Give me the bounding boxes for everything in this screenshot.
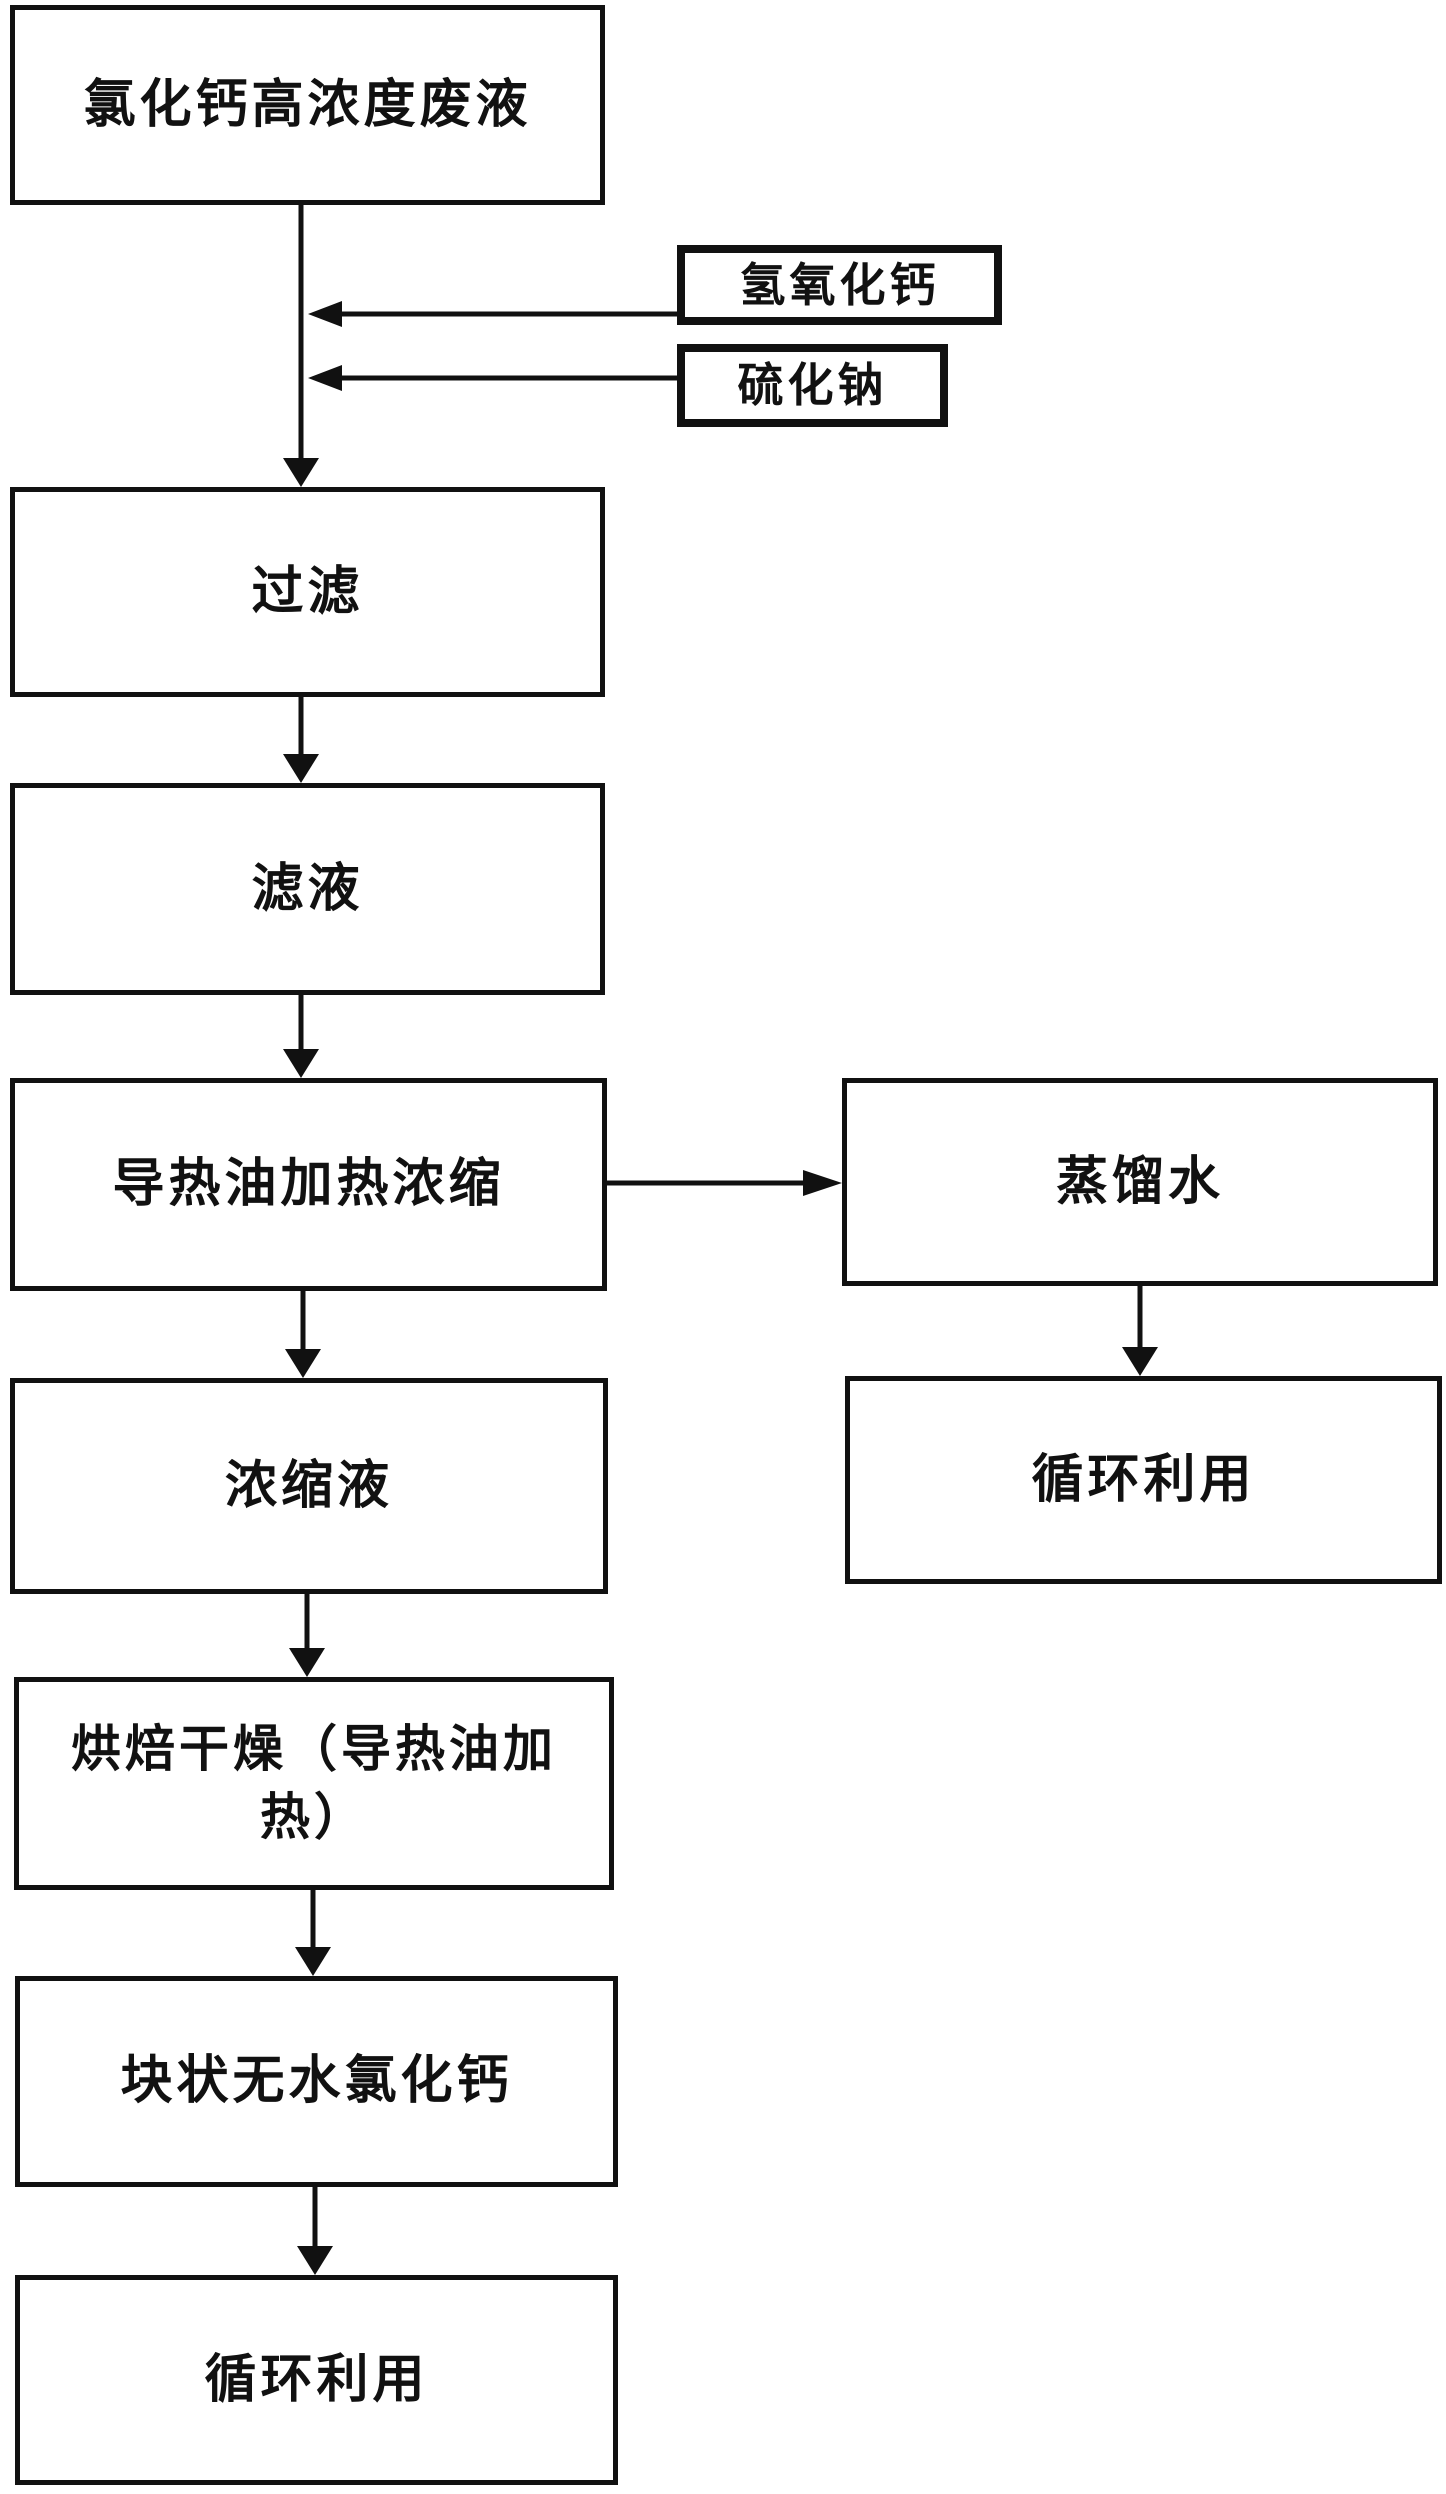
concentrate-label: 浓缩液 [224, 1455, 393, 1516]
baking-drying-box: 烘焙干燥（导热油加热） [14, 1677, 614, 1890]
baking-drying-label: 烘焙干燥（导热油加热） [71, 1720, 557, 1846]
arrowhead-3-4 [283, 1049, 319, 1078]
filtrate-box: 滤液 [10, 783, 605, 995]
waste-liquid-box: 氯化钙高浓度废液 [10, 5, 605, 205]
waste-liquid-label: 氯化钙高浓度废液 [83, 74, 532, 135]
sodium-sulfide-label: 硫化钠 [737, 358, 888, 413]
arrowhead-input-1 [308, 301, 342, 327]
oil-heating-concentration-box: 导热油加热浓缩 [10, 1078, 607, 1291]
distilled-water-label: 蒸馏水 [1055, 1151, 1224, 1212]
arrowhead-7-8 [297, 2246, 333, 2275]
side-recycle-box: 循环利用 [845, 1376, 1442, 1584]
main-recycle-label: 循环利用 [204, 2349, 429, 2410]
anhydrous-calcium-chloride-box: 块状无水氯化钙 [15, 1976, 618, 2187]
arrowhead-4-side [803, 1170, 842, 1196]
arrowhead-4-5 [285, 1349, 321, 1378]
filtration-box: 过滤 [10, 487, 605, 697]
calcium-hydroxide-box: 氢氧化钙 [677, 245, 1002, 325]
sodium-sulfide-box: 硫化钠 [677, 344, 948, 427]
distilled-water-box: 蒸馏水 [842, 1078, 1438, 1286]
anhydrous-calcium-chloride-label: 块状无水氯化钙 [120, 2051, 513, 2112]
oil-heating-concentration-label: 导热油加热浓缩 [112, 1154, 505, 1215]
arrowhead-6-7 [295, 1947, 331, 1976]
main-recycle-box: 循环利用 [15, 2275, 618, 2485]
concentrate-box: 浓缩液 [10, 1378, 608, 1594]
arrowhead-2-3 [283, 754, 319, 783]
filtration-label: 过滤 [251, 561, 364, 622]
arrowhead-to-filtration [283, 458, 319, 487]
arrowhead-5-6 [289, 1648, 325, 1677]
arrowhead-input-2 [308, 365, 342, 391]
calcium-hydroxide-label: 氢氧化钙 [739, 257, 940, 312]
arrowhead-side-1-2 [1122, 1347, 1158, 1376]
side-recycle-label: 循环利用 [1031, 1449, 1256, 1510]
filtrate-label: 滤液 [251, 858, 364, 919]
